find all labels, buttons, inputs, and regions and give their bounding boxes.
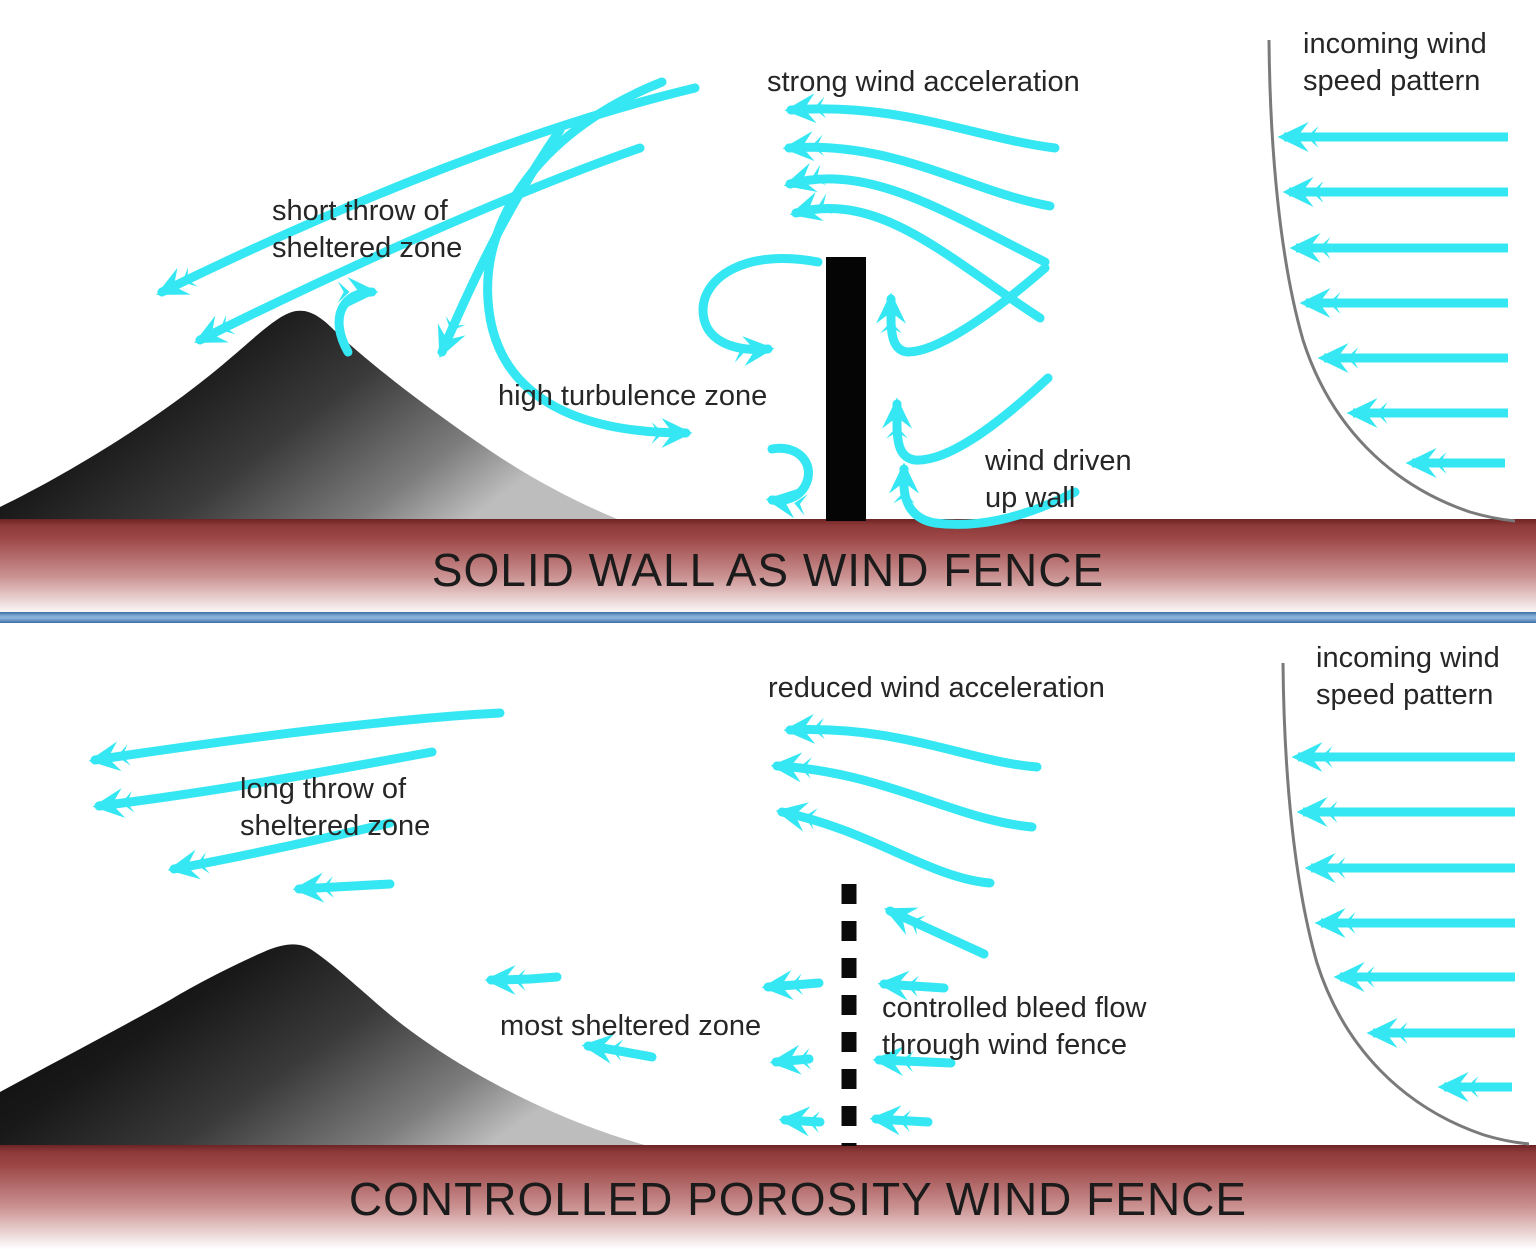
label-short-throw: short throw of sheltered zone: [272, 195, 463, 264]
flow-arrow: [334, 277, 379, 357]
boundary-layer-curve: [1267, 39, 1516, 523]
flow-arrow: [784, 93, 1060, 153]
ground-bar: [0, 1145, 1536, 1249]
flow-arrow: [698, 254, 823, 366]
flow-arrow: [769, 1044, 814, 1075]
flow-arrow: [92, 747, 437, 818]
wind-flow-arrows: [156, 77, 1080, 529]
wind-speed-profile: [1267, 39, 1516, 523]
flow-arrow: [761, 970, 824, 1001]
flow-arrow: [782, 131, 1055, 211]
flow-arrow: [884, 906, 989, 959]
flow-arrow: [888, 462, 1080, 529]
flow-arrow: [875, 263, 1050, 357]
label-most-sheltered: most sheltered zone: [500, 1010, 762, 1042]
flow-arrow: [156, 83, 700, 297]
panel-porous-fence: [0, 662, 1536, 1249]
flow-arrow: [437, 125, 565, 358]
flow-arrow: [194, 143, 645, 345]
flow-arrow: [778, 1106, 825, 1137]
label-long-throw: long throw of sheltered zone: [240, 773, 431, 842]
solid-wall: [826, 257, 866, 521]
label-incoming-wind-bottom: incoming wind speed pattern: [1316, 642, 1500, 711]
flow-arrow: [770, 752, 1037, 832]
flow-arrow: [881, 373, 1053, 465]
flow-arrow: [783, 163, 1050, 267]
flow-arrow: [765, 443, 813, 519]
boundary-layer-curve: [1281, 662, 1530, 1146]
title-porous-fence: CONTROLLED POROSITY WIND FENCE: [348, 1173, 1248, 1225]
label-high-turbulence: high turbulence zone: [498, 380, 768, 412]
flow-arrow: [292, 872, 395, 903]
flow-arrow: [483, 77, 693, 448]
title-solid-wall: SOLID WALL AS WIND FENCE: [431, 544, 1105, 596]
ground-bar: [0, 519, 1536, 615]
flow-arrow: [783, 713, 1042, 772]
panel-divider: [0, 612, 1536, 623]
flow-arrow: [872, 1046, 956, 1077]
flow-arrow: [167, 818, 395, 880]
panel-solid-wall: [0, 39, 1536, 615]
label-wind-driven-up-wall: wind driven up wall: [985, 445, 1132, 514]
flow-arrow: [877, 970, 949, 1001]
wind-speed-profile: [1281, 662, 1530, 1146]
flow-arrow: [581, 1033, 657, 1064]
stockpile-silhouette: [0, 944, 648, 1146]
stockpile-silhouette: [0, 310, 622, 521]
label-controlled-bleed: controlled bleed flow through wind fence: [882, 992, 1147, 1061]
flow-arrow: [869, 1105, 933, 1136]
flow-arrow: [775, 802, 995, 888]
label-strong-acceleration: strong wind acceleration: [767, 66, 1080, 98]
label-reduced-acceleration: reduced wind acceleration: [768, 672, 1105, 704]
flow-arrow: [484, 964, 562, 996]
label-incoming-wind-top: incoming wind speed pattern: [1303, 28, 1487, 97]
wind-flow-arrows: [88, 708, 1042, 1137]
flow-arrow: [88, 708, 505, 772]
